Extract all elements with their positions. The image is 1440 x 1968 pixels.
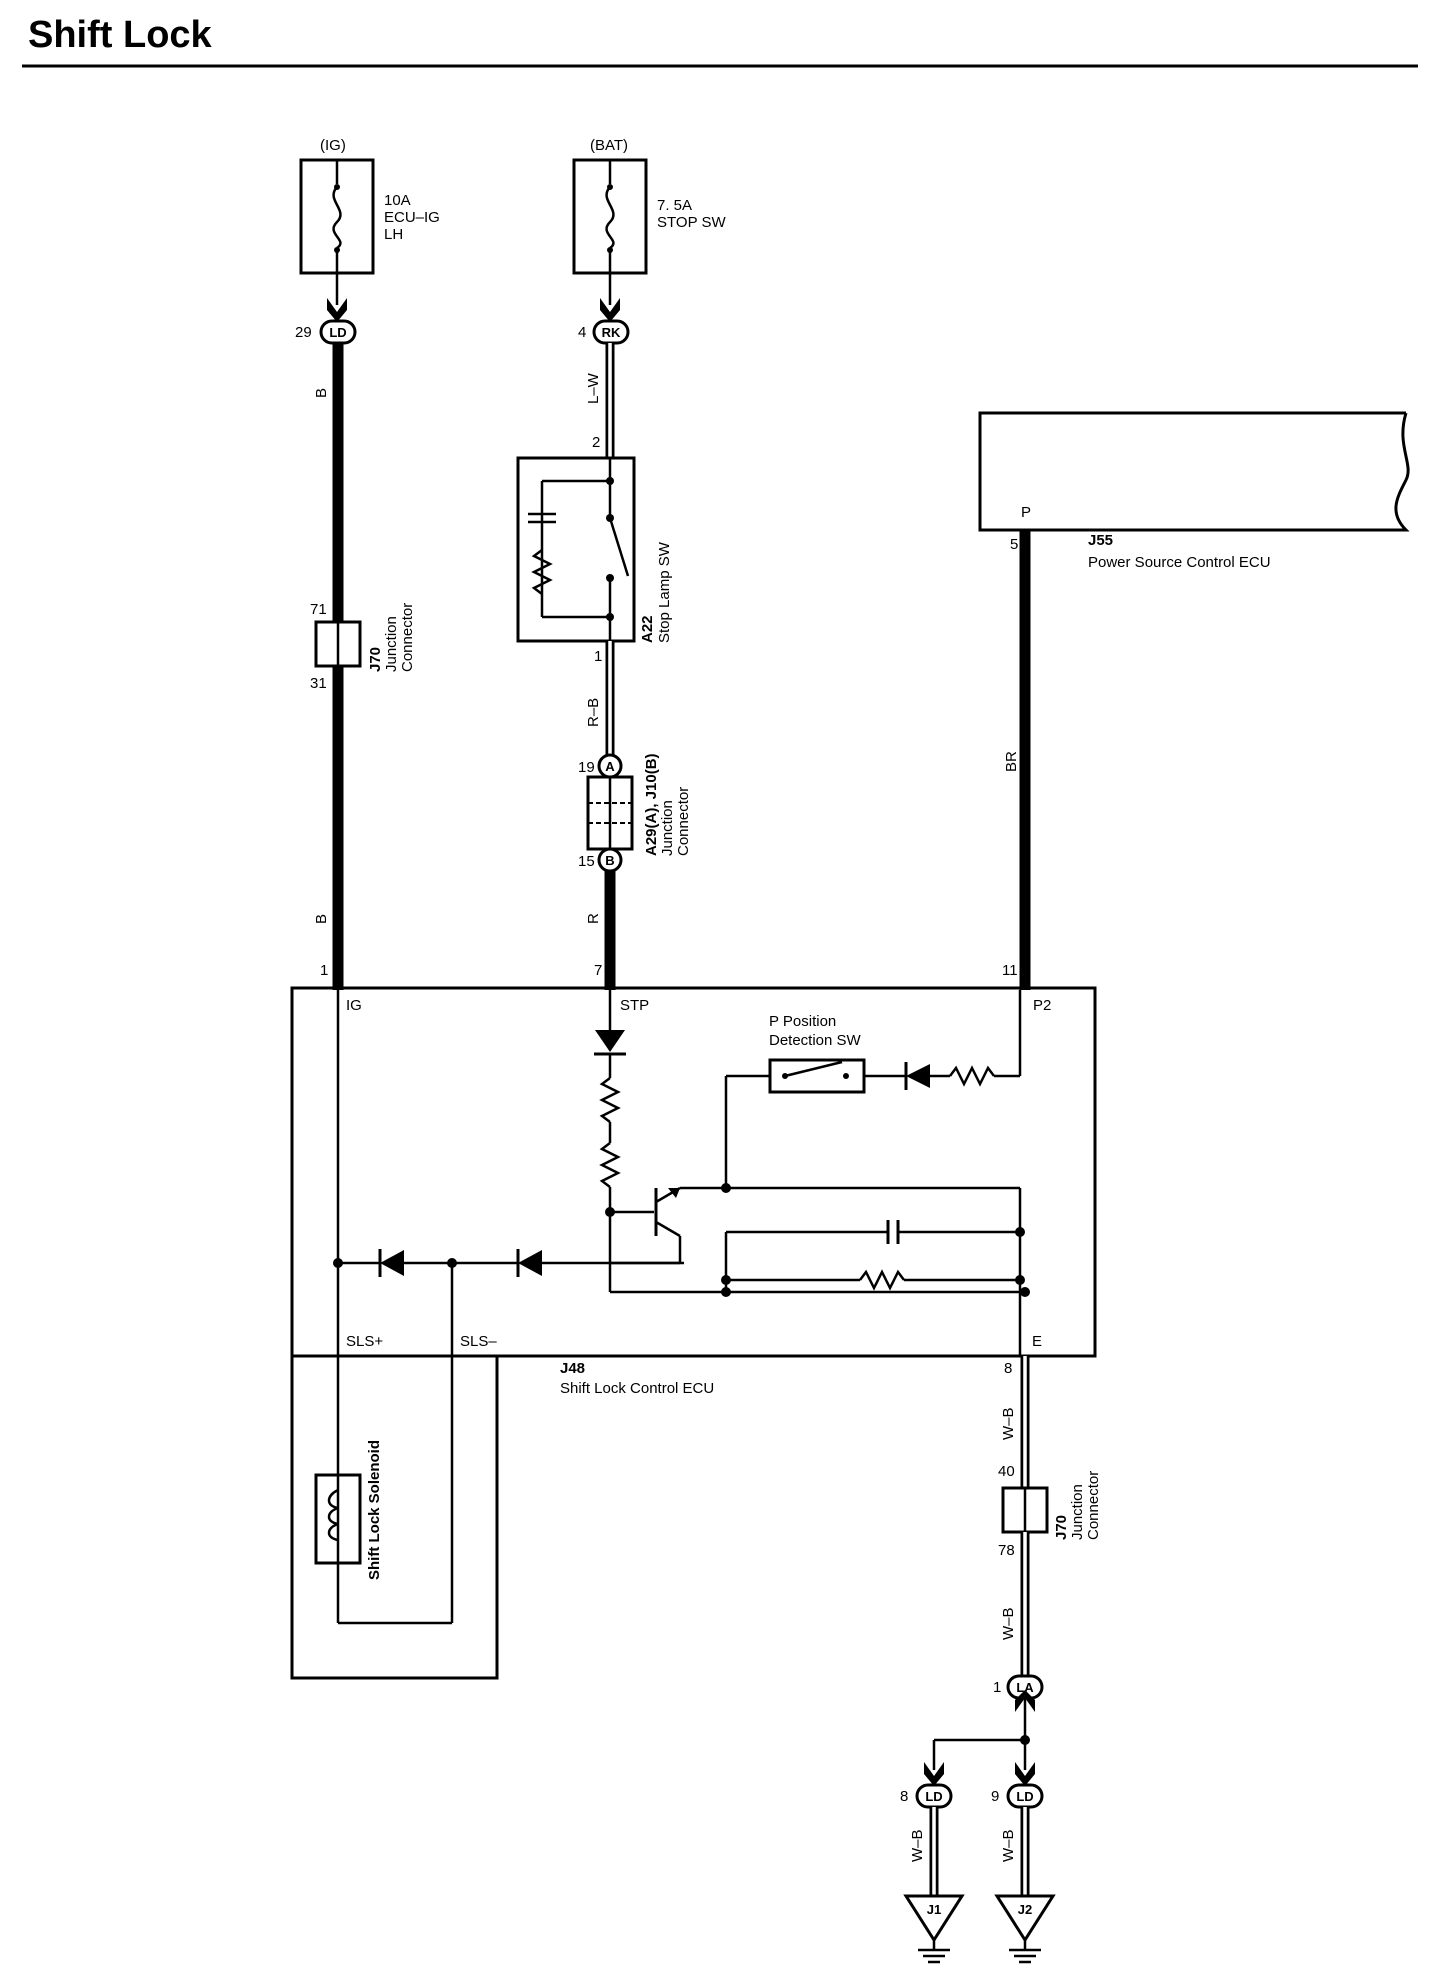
solenoid-housing: [290, 1356, 499, 1680]
j10-id: A29(A), J10(B): [643, 753, 660, 856]
wire-label-br: BR: [1003, 751, 1020, 772]
svg-text:B: B: [605, 853, 614, 868]
terminal-p2: P2: [1033, 997, 1051, 1014]
j55-name: Power Source Control ECU: [1088, 554, 1271, 571]
connector-ld-8: LD: [915, 1783, 953, 1809]
stop-lamp-id: A22: [639, 615, 656, 643]
j70-top-id: J70: [367, 647, 384, 672]
j10-name1: Junction: [659, 800, 676, 856]
terminal-sls-minus: SLS–: [460, 1333, 497, 1350]
la-arrow-icon: [1015, 1690, 1035, 1712]
j48-name: Shift Lock Control ECU: [560, 1380, 714, 1397]
pin-71: 71: [310, 601, 327, 618]
j10-name2: Connector: [675, 787, 692, 856]
svg-text:LA: LA: [1016, 1680, 1034, 1695]
p-switch-label2: Detection SW: [769, 1032, 862, 1049]
pin-8-e: 8: [1004, 1360, 1012, 1377]
wire-label-wb-2: W–B: [1000, 1607, 1017, 1640]
fuse-ecu-ig-amps: 10A: [384, 192, 411, 209]
wire-label-wb-4: W–B: [1000, 1829, 1017, 1862]
stop-lamp-switch-box: [516, 456, 636, 643]
pin-1-la: 1: [993, 1679, 1001, 1696]
connector-b: B: [597, 847, 623, 873]
pin-9-ld: 9: [991, 1788, 999, 1805]
connector-ld-9: LD: [1006, 1783, 1044, 1809]
terminal-e: E: [1032, 1333, 1042, 1350]
solenoid-name: Shift Lock Solenoid: [366, 1440, 383, 1580]
ground-j2-icon: [994, 1894, 1056, 1964]
svg-text:LD: LD: [925, 1789, 942, 1804]
ground-j1-icon: [903, 1894, 965, 1964]
wire-label-b-top: B: [313, 388, 330, 398]
wire-label-wb-3: W–B: [909, 1829, 926, 1862]
fuse-stop-sw-name: STOP SW: [657, 214, 726, 231]
wire-label-wb-1: W–B: [1000, 1407, 1017, 1440]
wire-label-rb: R–B: [585, 698, 602, 727]
page-title: Shift Lock: [28, 14, 213, 56]
j55-id: J55: [1088, 532, 1113, 549]
fuse-stop-sw-amps: 7. 5A: [657, 197, 692, 214]
connector-a: A: [597, 753, 623, 779]
solenoid-coil-icon: [327, 1488, 339, 1542]
svg-text:A: A: [605, 759, 615, 774]
j70-top-name2: Connector: [399, 603, 416, 672]
ig-power-label: (IG): [320, 137, 346, 154]
pin-4: 4: [578, 324, 586, 341]
svg-text:RK: RK: [602, 325, 621, 340]
pin-5: 5: [1010, 536, 1018, 553]
connector-rk: RK: [592, 319, 630, 345]
pin-40: 40: [998, 1463, 1015, 1480]
stop-lamp-name: Stop Lamp SW: [656, 541, 673, 643]
j48-ecu-box: [290, 986, 1097, 1358]
pin-11: 11: [1002, 962, 1018, 979]
pin-19: 19: [578, 759, 595, 776]
j70-bottom-id: J70: [1053, 1515, 1070, 1540]
j55-ecu-box: [978, 411, 1410, 532]
j48-internal-circuit: [333, 990, 1030, 1623]
wire-label-b-bottom: B: [313, 914, 330, 924]
ground-j2-label: J2: [1018, 1902, 1032, 1917]
wire-label-lw: L–W: [585, 372, 602, 404]
ld-arrow-icon: [327, 298, 347, 322]
rk-arrow-icon: [600, 298, 620, 322]
pin-2-stop: 2: [592, 434, 600, 451]
terminal-sls-plus: SLS+: [346, 1333, 383, 1350]
svg-text:LD: LD: [329, 325, 346, 340]
svg-text:LD: LD: [1016, 1789, 1033, 1804]
pin-31: 31: [310, 675, 327, 692]
j55-terminal-p: P: [1021, 504, 1031, 521]
j70-bottom-name1: Junction: [1069, 1484, 1086, 1540]
fuse-ecu-ig-name: ECU–IG: [384, 209, 440, 226]
j70-bottom-name2: Connector: [1085, 1471, 1102, 1540]
j48-id: J48: [560, 1360, 585, 1377]
pin-29: 29: [295, 324, 312, 341]
bat-power-label: (BAT): [590, 137, 628, 154]
terminal-stp: STP: [620, 997, 649, 1014]
fuse-ecu-ig-side: LH: [384, 226, 403, 243]
pin-1-stop: 1: [594, 648, 602, 665]
stop-lamp-switch-icon: [528, 458, 630, 641]
j70-top-name1: Junction: [383, 616, 400, 672]
pin-1-ig: 1: [320, 962, 328, 979]
pin-8-ld: 8: [900, 1788, 908, 1805]
fuse-stop-sw-icon: [605, 160, 615, 273]
fuse-ecu-ig-icon: [332, 160, 342, 273]
terminal-ig: IG: [346, 997, 362, 1014]
pin-78: 78: [998, 1542, 1015, 1559]
pin-15: 15: [578, 853, 595, 870]
wire-label-r: R: [585, 913, 602, 924]
solenoid-coil-box: [314, 1473, 362, 1565]
ld-left-arrow-icon: [924, 1762, 944, 1786]
connector-ld-top: LD: [319, 319, 357, 345]
pin-7: 7: [594, 962, 602, 979]
p-switch-label1: P Position: [769, 1013, 836, 1030]
ld-right-arrow-icon: [1015, 1762, 1035, 1786]
j10-junction-connector: [586, 775, 634, 851]
ground-j1-label: J1: [927, 1902, 941, 1917]
